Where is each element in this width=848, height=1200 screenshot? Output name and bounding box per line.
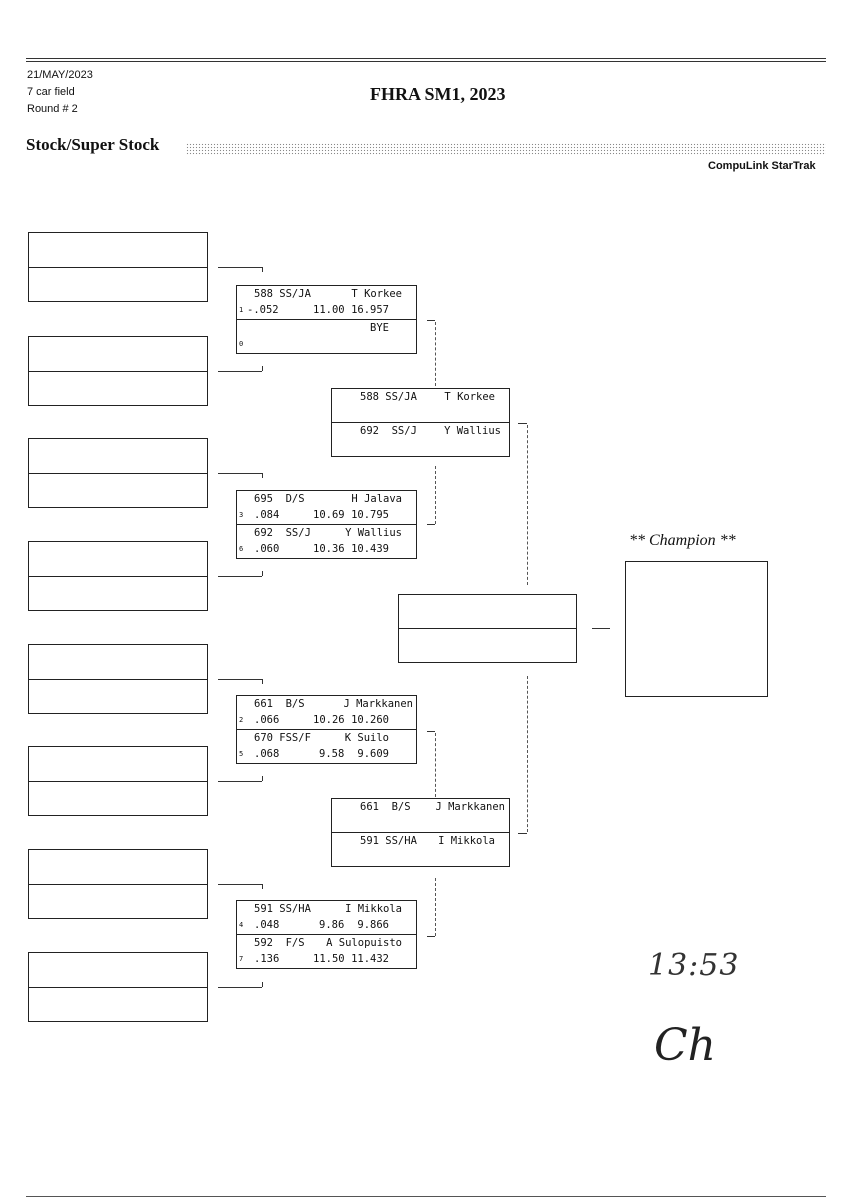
entry-slot-8	[28, 952, 208, 1022]
class-dotted-fill	[186, 143, 826, 155]
entry-slot-7	[28, 849, 208, 919]
racer-id: 661 B/S	[254, 698, 305, 710]
dial-in: 10.69	[313, 509, 345, 521]
round2-match-2: 661 B/S J Markkanen 591 SS/HA I Mikkola	[331, 798, 510, 867]
lane-number: 1	[239, 306, 244, 314]
entry-slot-3	[28, 438, 208, 508]
racer-id: 695 D/S	[254, 493, 305, 505]
dial-in: 9.86	[319, 919, 345, 931]
racer-name: K Suilo	[344, 732, 389, 744]
class-name: Stock/Super Stock	[26, 135, 160, 154]
reaction-time: .048	[254, 919, 280, 931]
racer-id: 588 SS/JA	[254, 288, 311, 300]
racer-id: 591 SS/HA	[254, 903, 311, 915]
event-title: FHRA SM1, 2023	[370, 84, 506, 104]
round1-match-2: 695 D/S H Jalava 3 .084 10.69 10.795 692…	[236, 490, 417, 559]
champion-label: ** Champion **	[629, 532, 736, 549]
reaction-time: .136	[254, 953, 280, 965]
champion-box	[625, 561, 768, 697]
racer-name: H Jalava	[351, 493, 402, 505]
round1-match-4: 591 SS/HA I Mikkola 4 .048 9.86 9.866 59…	[236, 900, 417, 969]
lane-number: 4	[239, 921, 244, 929]
lane-number: 5	[239, 750, 244, 758]
racer-name: A Sulopuisto	[326, 937, 402, 949]
racer-name: Y Wallius	[345, 527, 402, 539]
racer-name: I Mikkola	[345, 903, 402, 915]
final-match	[398, 594, 577, 663]
reaction-time: .066	[254, 714, 280, 726]
entry-slot-1	[28, 232, 208, 302]
elapsed-time: 9.866	[357, 919, 389, 931]
elapsed-time: 11.432	[351, 953, 389, 965]
racer-id: 592 F/S	[254, 937, 305, 949]
top-rule	[26, 58, 826, 59]
dial-in: 11.00	[313, 304, 345, 316]
car-field: 7 car field	[27, 86, 75, 98]
bottom-rule	[26, 1196, 826, 1197]
lane-number: 7	[239, 955, 244, 963]
racer-name: BYE	[370, 322, 389, 334]
reaction-time: .060	[254, 543, 280, 555]
lane-number: 6	[239, 545, 244, 553]
racer-name: I Mikkola	[438, 835, 495, 847]
racer-id: 588 SS/JA	[360, 391, 417, 403]
top-rule-secondary	[26, 61, 826, 62]
reaction-time: .068	[254, 748, 280, 760]
dial-in: 11.50	[313, 953, 345, 965]
entry-slot-4	[28, 541, 208, 611]
reaction-time: -.052	[247, 304, 279, 316]
dial-in: 10.36	[313, 543, 345, 555]
entry-slot-2	[28, 336, 208, 406]
elapsed-time: 10.439	[351, 543, 389, 555]
racer-id: 661 B/S	[360, 801, 411, 813]
entry-slot-6	[28, 746, 208, 816]
round1-match-3: 661 B/S J Markkanen 2 .066 10.26 10.260 …	[236, 695, 417, 764]
dial-in: 9.58	[319, 748, 345, 760]
round2-match-1: 588 SS/JA T Korkee 692 SS/J Y Wallius	[331, 388, 510, 457]
racer-name: T Korkee	[444, 391, 495, 403]
elapsed-time: 10.795	[351, 509, 389, 521]
round-number: Round # 2	[27, 103, 78, 115]
lane-number: 0	[239, 340, 244, 348]
racer-id: 692 SS/J	[254, 527, 311, 539]
final-connector	[592, 628, 610, 629]
elapsed-time: 9.609	[357, 748, 389, 760]
entry-slot-5	[28, 644, 208, 714]
lane-number: 2	[239, 716, 244, 724]
racer-id: 591 SS/HA	[360, 835, 417, 847]
racer-name: T Korkee	[351, 288, 402, 300]
round1-match-1: 588 SS/JA T Korkee 1 -.052 11.00 16.957 …	[236, 285, 417, 354]
lane-number: 3	[239, 511, 244, 519]
racer-id: 692 SS/J	[360, 425, 417, 437]
reaction-time: .084	[254, 509, 280, 521]
event-date: 21/MAY/2023	[27, 69, 93, 81]
elapsed-time: 10.260	[351, 714, 389, 726]
dial-in: 10.26	[313, 714, 345, 726]
racer-name: J Markkanen	[435, 801, 505, 813]
brand-label: CompuLink StarTrak	[708, 160, 816, 172]
racer-name: Y Wallius	[444, 425, 501, 437]
racer-id: 670 FSS/F	[254, 732, 311, 744]
handwritten-time: 13:53	[648, 948, 740, 983]
header-meta: 21/MAY/2023 7 car field Round # 2	[27, 67, 93, 118]
handwritten-signature: Ch	[654, 1020, 717, 1071]
elapsed-time: 16.957	[351, 304, 389, 316]
racer-name: J Markkanen	[343, 698, 413, 710]
